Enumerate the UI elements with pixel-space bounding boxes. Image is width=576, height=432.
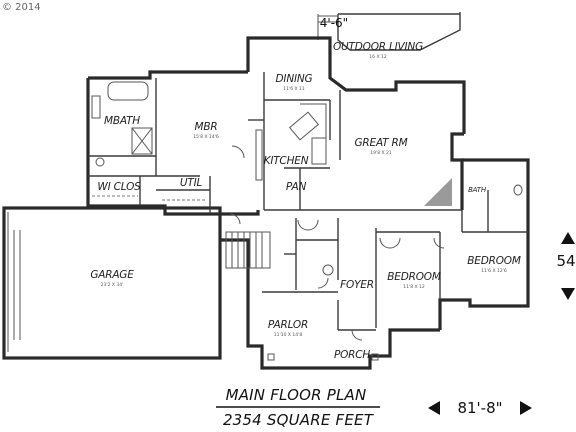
room-label-utility: UTIL <box>180 177 203 189</box>
plan-title-block: MAIN FLOOR PLAN 2354 SQUARE FEET <box>216 386 380 429</box>
dimension-top: 4'-6" <box>318 16 348 30</box>
room-label-kitchen: KITCHEN <box>264 155 309 167</box>
room-size-bedroom-2: 11'6 X 12'6 <box>481 268 507 274</box>
room-label-great-room: GREAT RM <box>355 137 408 149</box>
stairs <box>225 231 271 269</box>
room-label-porch: PORCH <box>334 349 370 361</box>
dimension-width: 81'-8" <box>428 399 532 417</box>
room-label-pantry: PAN <box>286 181 307 193</box>
dimension-depth: 54 <box>556 232 576 300</box>
plan-area: 2354 SQUARE FEET <box>223 411 375 429</box>
room-labels: OUTDOOR LIVING 16 X 12 DINING 11'6 X 11 … <box>90 41 521 361</box>
room-label-mbr: MBR <box>195 121 218 133</box>
room-size-parlor: 11'10 X 14'8 <box>274 332 303 338</box>
room-size-great-room: 19'8 X 21 <box>370 150 392 156</box>
exterior-walls <box>2 36 530 370</box>
room-size-outdoor-living: 16 X 12 <box>369 54 387 60</box>
dimension-depth-label: 54 <box>556 252 575 270</box>
room-label-parlor: PARLOR <box>268 319 308 331</box>
room-label-dining: DINING <box>276 73 313 85</box>
outdoor-living-area <box>317 12 461 51</box>
fixtures <box>7 81 523 361</box>
room-label-foyer: FOYER <box>340 279 374 291</box>
room-size-bedroom-1: 11'8 X 12 <box>403 284 425 290</box>
room-label-outdoor-living: OUTDOOR LIVING <box>333 41 423 53</box>
copyright-watermark: © 2014 <box>2 2 41 13</box>
plan-title: MAIN FLOOR PLAN <box>226 386 367 404</box>
room-size-dining: 11'6 X 11 <box>283 86 305 92</box>
room-label-bedroom-1: BEDROOM <box>387 271 441 283</box>
room-label-garage: GARAGE <box>90 269 134 281</box>
dimension-width-label: 81'-8" <box>457 399 502 417</box>
room-size-garage: 23'2 X 34' <box>101 282 124 288</box>
dimension-top-label: 4'-6" <box>320 16 348 30</box>
room-label-bath: BATH <box>468 186 487 194</box>
room-size-mbr: 15'8 X 14'6 <box>193 134 219 140</box>
interior-walls <box>88 72 528 331</box>
room-label-bedroom-2: BEDROOM <box>467 255 521 267</box>
room-label-mbath: MBATH <box>104 115 140 127</box>
room-label-wi-closet: WI CLOS <box>97 181 141 193</box>
